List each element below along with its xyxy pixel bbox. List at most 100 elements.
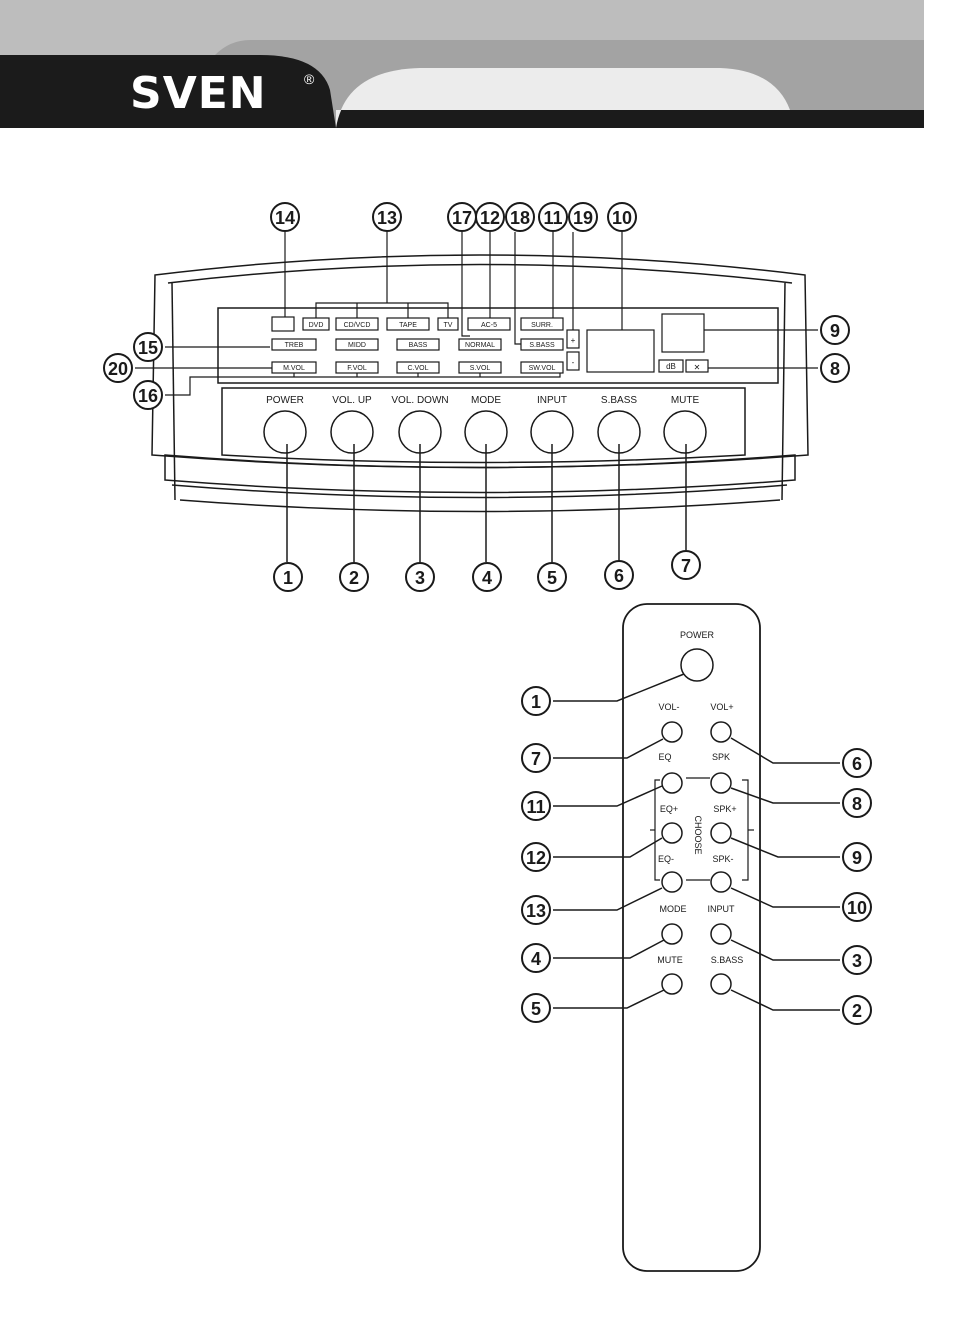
remote-power-label: POWER bbox=[680, 630, 715, 640]
knob-mute-label: MUTE bbox=[671, 395, 700, 406]
db-label: dB bbox=[666, 362, 676, 371]
remote-mute-label: MUTE bbox=[657, 955, 683, 965]
remote-input-label: INPUT bbox=[708, 904, 736, 914]
callout-18: 18 bbox=[510, 208, 530, 228]
side-callouts bbox=[103, 315, 850, 410]
btn-dvd-label: DVD bbox=[309, 322, 324, 329]
remote-mode-button[interactable] bbox=[661, 923, 683, 945]
remote-leader-lines bbox=[553, 673, 840, 1011]
knob-input-label: INPUT bbox=[537, 395, 567, 406]
remote-sbass-label: S.BASS bbox=[711, 955, 744, 965]
remote-spkminus-label: SPK- bbox=[712, 854, 733, 864]
remote-callout-8: 8 bbox=[852, 794, 862, 814]
btn-svol-label: S.VOL bbox=[470, 365, 491, 372]
btn-tv-label: TV bbox=[444, 322, 453, 329]
remote-spkplus-label: SPK+ bbox=[713, 804, 736, 814]
btn-swvol-label: SW.VOL bbox=[529, 365, 556, 372]
trademark-symbol: ® bbox=[304, 71, 315, 87]
remote-spkminus-button[interactable] bbox=[710, 871, 732, 893]
btn-mvol-label: M.VOL bbox=[283, 365, 305, 372]
header-banner bbox=[0, 0, 924, 128]
remote-eqminus-label: EQ- bbox=[658, 854, 674, 864]
remote-spkplus-button[interactable] bbox=[710, 822, 732, 844]
knob-callout-4: 4 bbox=[482, 568, 492, 588]
callout-9: 9 bbox=[830, 321, 840, 341]
callout-17: 17 bbox=[452, 208, 472, 228]
knob-callout-3: 3 bbox=[415, 568, 425, 588]
indicator-group bbox=[566, 313, 709, 373]
mute-x-label: ✕ bbox=[694, 363, 701, 372]
remote-mute-button[interactable] bbox=[661, 973, 683, 995]
knob-callout-1: 1 bbox=[283, 568, 293, 588]
remote-volplus-button[interactable] bbox=[710, 721, 732, 743]
remote-eq-label: EQ bbox=[658, 752, 671, 762]
console-body bbox=[151, 254, 809, 513]
knob-voldown-label: VOL. DOWN bbox=[391, 395, 448, 406]
knob-callouts bbox=[273, 550, 701, 592]
remote-callout-11: 11 bbox=[526, 797, 545, 817]
remote-spk-button[interactable] bbox=[710, 772, 732, 794]
callout-14: 14 bbox=[275, 208, 295, 228]
remote-callout-2: 2 bbox=[852, 1001, 862, 1021]
btn-bass-label: BASS bbox=[409, 342, 428, 349]
remote-mode-label: MODE bbox=[660, 904, 687, 914]
remote-spk-label: SPK bbox=[712, 752, 730, 762]
knob-leader-lines bbox=[286, 444, 687, 562]
remote-callout-1: 1 bbox=[531, 692, 541, 712]
remote-callout-12: 12 bbox=[526, 848, 546, 868]
btn-midd-label: MIDD bbox=[348, 342, 366, 349]
callout-15: 15 bbox=[138, 338, 158, 358]
knob-volup[interactable] bbox=[330, 410, 374, 454]
btn-treb-label: TREB bbox=[285, 342, 304, 349]
remote-volminus-button[interactable] bbox=[661, 721, 683, 743]
remote-callout-4: 4 bbox=[531, 949, 541, 969]
callout-13: 13 bbox=[377, 208, 397, 228]
remote-callout-9: 9 bbox=[852, 848, 862, 868]
remote-eq-button[interactable] bbox=[661, 772, 683, 794]
btn-normal-label: NORMAL bbox=[465, 342, 495, 349]
top-callouts bbox=[270, 202, 637, 232]
remote-input-button[interactable] bbox=[710, 923, 732, 945]
callout-11: 11 bbox=[543, 208, 562, 228]
btn-sbass-label: S.BASS bbox=[529, 342, 555, 349]
knob-callout-2: 2 bbox=[349, 568, 359, 588]
callout-8: 8 bbox=[830, 359, 840, 379]
console-leader-lines bbox=[135, 232, 818, 396]
remote-volplus-label: VOL+ bbox=[710, 702, 733, 712]
remote-body bbox=[622, 603, 761, 1272]
callout-20: 20 bbox=[108, 359, 128, 379]
remote-sbass-button[interactable] bbox=[710, 973, 732, 995]
btn-surr-label: SURR. bbox=[531, 322, 553, 329]
remote-callout-5: 5 bbox=[531, 999, 541, 1019]
callout-12: 12 bbox=[480, 208, 500, 228]
callout-16: 16 bbox=[138, 386, 158, 406]
btn-ac5-label: AC-5 bbox=[481, 322, 497, 329]
choose-brackets bbox=[650, 777, 754, 881]
remote-callout-3: 3 bbox=[852, 951, 862, 971]
console-knobs bbox=[263, 410, 707, 454]
knob-mute[interactable] bbox=[663, 410, 707, 454]
remote-choose-label: CHOOSE bbox=[693, 815, 703, 854]
knob-power[interactable] bbox=[263, 410, 307, 454]
callout-19: 19 bbox=[573, 208, 593, 228]
remote-power-button[interactable] bbox=[680, 648, 714, 682]
remote-callout-6: 6 bbox=[852, 754, 862, 774]
remote-eqminus-button[interactable] bbox=[661, 871, 683, 893]
brand-logo: SVEN bbox=[130, 68, 267, 119]
remote-eqplus-button[interactable] bbox=[661, 822, 683, 844]
remote-buttons bbox=[661, 648, 732, 995]
plus-label: + bbox=[571, 336, 576, 345]
minus-label: - bbox=[572, 358, 575, 367]
knob-callout-6: 6 bbox=[614, 566, 624, 586]
btn-cvol-label: C.VOL bbox=[407, 365, 428, 372]
knob-power-label: POWER bbox=[266, 395, 304, 406]
knob-mode-label: MODE bbox=[471, 395, 501, 406]
remote-callout-10: 10 bbox=[847, 898, 867, 918]
btn-fvol-label: F.VOL bbox=[347, 365, 367, 372]
knob-sbass-label: S.BASS bbox=[601, 395, 637, 406]
knob-callout-5: 5 bbox=[547, 568, 557, 588]
remote-callouts bbox=[521, 686, 872, 1025]
knob-volup-label: VOL. UP bbox=[332, 395, 372, 406]
callout-10: 10 bbox=[612, 208, 632, 228]
